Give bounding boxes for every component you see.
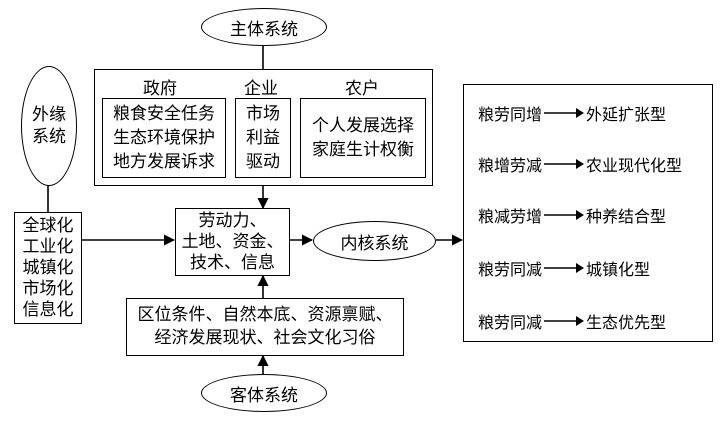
external-factor: 工业化	[22, 236, 74, 257]
government-line: 生态环境保护	[113, 128, 215, 148]
subject-system-label: 主体系统	[230, 19, 298, 40]
outcome-row: 粮劳同减 城镇化型	[478, 256, 650, 280]
resource-line: 土地、资金、	[181, 231, 284, 252]
core-system-label: 内核系统	[340, 233, 409, 254]
government-label: 政府	[143, 79, 177, 99]
outcome-type: 种养结合型	[586, 207, 667, 226]
outcome-row: 粮增劳减 农业现代化型	[478, 152, 682, 176]
outcome-pattern: 粮劳同增	[478, 105, 543, 124]
core-system-ellipse: 内核系统	[313, 221, 436, 261]
condition-line: 经济发展现状、社会文化习俗	[154, 328, 376, 348]
government-line: 地方发展诉求	[113, 152, 215, 172]
outcome-type: 生态优先型	[586, 313, 667, 332]
external-system-label: 外缘系统	[32, 105, 66, 147]
outcome-arrow-icon	[544, 159, 585, 169]
external-factor: 全球化	[22, 215, 74, 236]
outcome-row: 粮减劳增 种养结合型	[478, 203, 666, 227]
enterprise-line: 利益	[246, 128, 280, 148]
outcome-type: 外延扩张型	[586, 105, 667, 124]
enterprise-line: 驱动	[246, 152, 280, 172]
subject-system-ellipse: 主体系统	[201, 8, 327, 46]
farmer-label: 农户	[345, 79, 379, 99]
resources-box: 劳动力、 土地、资金、 技术、信息	[175, 208, 290, 276]
outcome-row: 粮劳同减 生态优先型	[478, 309, 666, 333]
outcome-pattern: 粮劳同减	[478, 260, 543, 279]
external-factor: 信息化	[22, 299, 74, 320]
outcome-pattern: 粮劳同减	[478, 313, 543, 332]
object-system-label: 客体系统	[230, 385, 298, 406]
object-system-ellipse: 客体系统	[201, 374, 327, 412]
outcome-pattern: 粮增劳减	[478, 156, 543, 175]
enterprise-box: 市场 利益 驱动	[235, 98, 291, 178]
enterprise-label: 企业	[244, 79, 278, 99]
outcome-pattern: 粮减劳增	[478, 207, 543, 226]
outcome-arrow-icon	[544, 316, 585, 326]
external-factor: 市场化	[22, 278, 74, 299]
resource-line: 劳动力、	[198, 210, 267, 231]
external-system-ellipse: 外缘系统	[21, 66, 77, 186]
farmer-line: 个人发展选择	[312, 116, 414, 136]
outcome-type: 城镇化型	[586, 260, 651, 279]
outcome-arrow-icon	[544, 263, 585, 273]
resource-line: 技术、信息	[190, 252, 275, 273]
outcome-arrow-icon	[544, 108, 585, 118]
outcome-row: 粮劳同增 外延扩张型	[478, 101, 666, 125]
condition-line: 区位条件、自然本底、资源禀赋、	[137, 305, 393, 325]
conditions-box: 区位条件、自然本底、资源禀赋、 经济发展现状、社会文化习俗	[126, 298, 404, 356]
farmer-line: 家庭生计权衡	[312, 140, 414, 160]
enterprise-line: 市场	[246, 104, 280, 124]
government-box: 粮食安全任务 生态环境保护 地方发展诉求	[102, 98, 226, 178]
outcome-arrow-icon	[544, 210, 585, 220]
farmer-box: 个人发展选择 家庭生计权衡	[300, 98, 426, 178]
external-factor: 城镇化	[22, 257, 74, 278]
government-line: 粮食安全任务	[113, 104, 215, 124]
outcome-type: 农业现代化型	[586, 156, 683, 175]
outcomes-box	[463, 84, 713, 342]
external-factors-box: 全球化 工业化 城镇化 市场化 信息化	[14, 212, 82, 324]
